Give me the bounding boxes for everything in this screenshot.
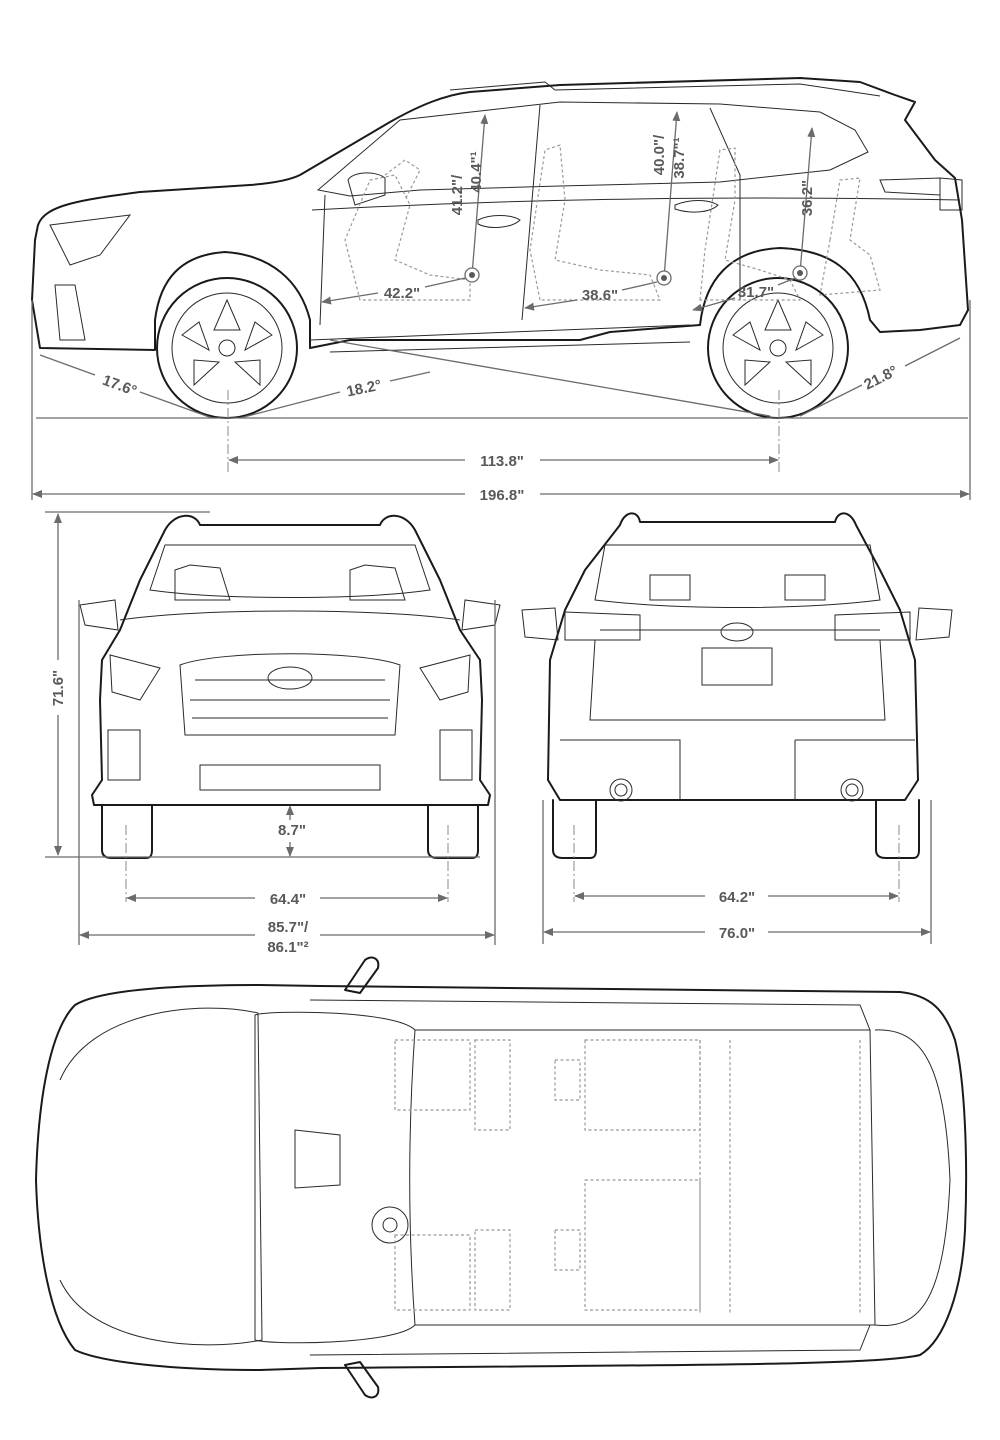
breakover-angle-line-b (389, 371, 431, 382)
leg-room-front-line-tail (424, 277, 466, 288)
rear-track-label: 64.2" (719, 889, 755, 906)
head-room-second-label-1: 40.0"/ (651, 134, 668, 175)
side-view: 41.2"/ 40.4"¹ 40.0"/ 38.7"¹ 36.2" 42.2" … (31, 77, 971, 504)
overall-length-label: 196.8" (480, 487, 525, 504)
breakover-angle-label: 18.2° (345, 377, 383, 401)
head-room-front-label-1: 41.2"/ (449, 174, 466, 215)
rear-view: 64.2" 76.0" (521, 512, 953, 944)
top-view (35, 956, 968, 1399)
rear-body-outline (521, 512, 953, 859)
leg-room-second-line-tail (621, 281, 658, 291)
front-track-label: 64.4" (270, 891, 306, 908)
top-body-outline (35, 984, 968, 1371)
hip-point-front-dot (469, 272, 475, 278)
head-room-second-line (663, 111, 681, 279)
top-mirror-left (344, 956, 380, 994)
leg-room-front-label: 42.2" (384, 285, 420, 302)
breakover-angle-line-c (329, 339, 771, 417)
front-view: 71.6" 8.7" 64.4" 85.7"/ 86.1"² (45, 511, 501, 956)
departure-angle-line-b (904, 337, 961, 367)
front-body-outline (79, 514, 501, 859)
head-room-third-line (799, 127, 816, 274)
departure-angle-label: 21.8° (861, 362, 900, 393)
leg-room-third-label: 31.7" (738, 284, 774, 301)
width-mirrors-label-1: 85.7"/ (268, 919, 309, 936)
front-badge-icon (267, 666, 313, 690)
side-seats-hidden (344, 144, 881, 301)
approach-angle-line-b (139, 391, 213, 419)
license-plate (701, 647, 773, 686)
top-mirror-right (344, 1361, 380, 1399)
side-rear-wheel (707, 277, 849, 419)
leg-room-third-line (692, 297, 736, 312)
breakover-angle-line-a (239, 391, 341, 419)
side-front-wheel (156, 277, 298, 419)
side-body-outline (31, 77, 969, 353)
overall-width-label: 76.0" (719, 925, 755, 942)
departure-angle-line-a (799, 384, 863, 417)
approach-angle-line-a (39, 354, 96, 376)
hip-point-third-dot (797, 270, 803, 276)
head-room-third-label: 36.2" (799, 180, 816, 216)
hip-point-second-dot (661, 275, 667, 281)
rear-badge-icon (720, 622, 754, 642)
leg-room-second-label: 38.6" (582, 287, 618, 304)
ground-clearance-label: 8.7" (278, 822, 306, 839)
head-room-front-label-2: 40.4"¹ (468, 151, 485, 192)
steering-wheel-icon (371, 1206, 409, 1244)
top-windshield-area (254, 1011, 416, 1344)
leg-room-third-line-tail (777, 277, 796, 286)
head-room-front-line (471, 114, 489, 276)
head-room-second-label-2: 38.7"¹ (671, 137, 688, 178)
overall-height-label: 71.6" (50, 670, 67, 706)
wheelbase-label: 113.8" (480, 453, 524, 470)
approach-angle-label: 17.6° (100, 372, 139, 400)
width-mirrors-label-2: 86.1"² (267, 939, 308, 956)
leg-room-second-line (524, 299, 578, 311)
leg-room-front-line (321, 292, 379, 305)
